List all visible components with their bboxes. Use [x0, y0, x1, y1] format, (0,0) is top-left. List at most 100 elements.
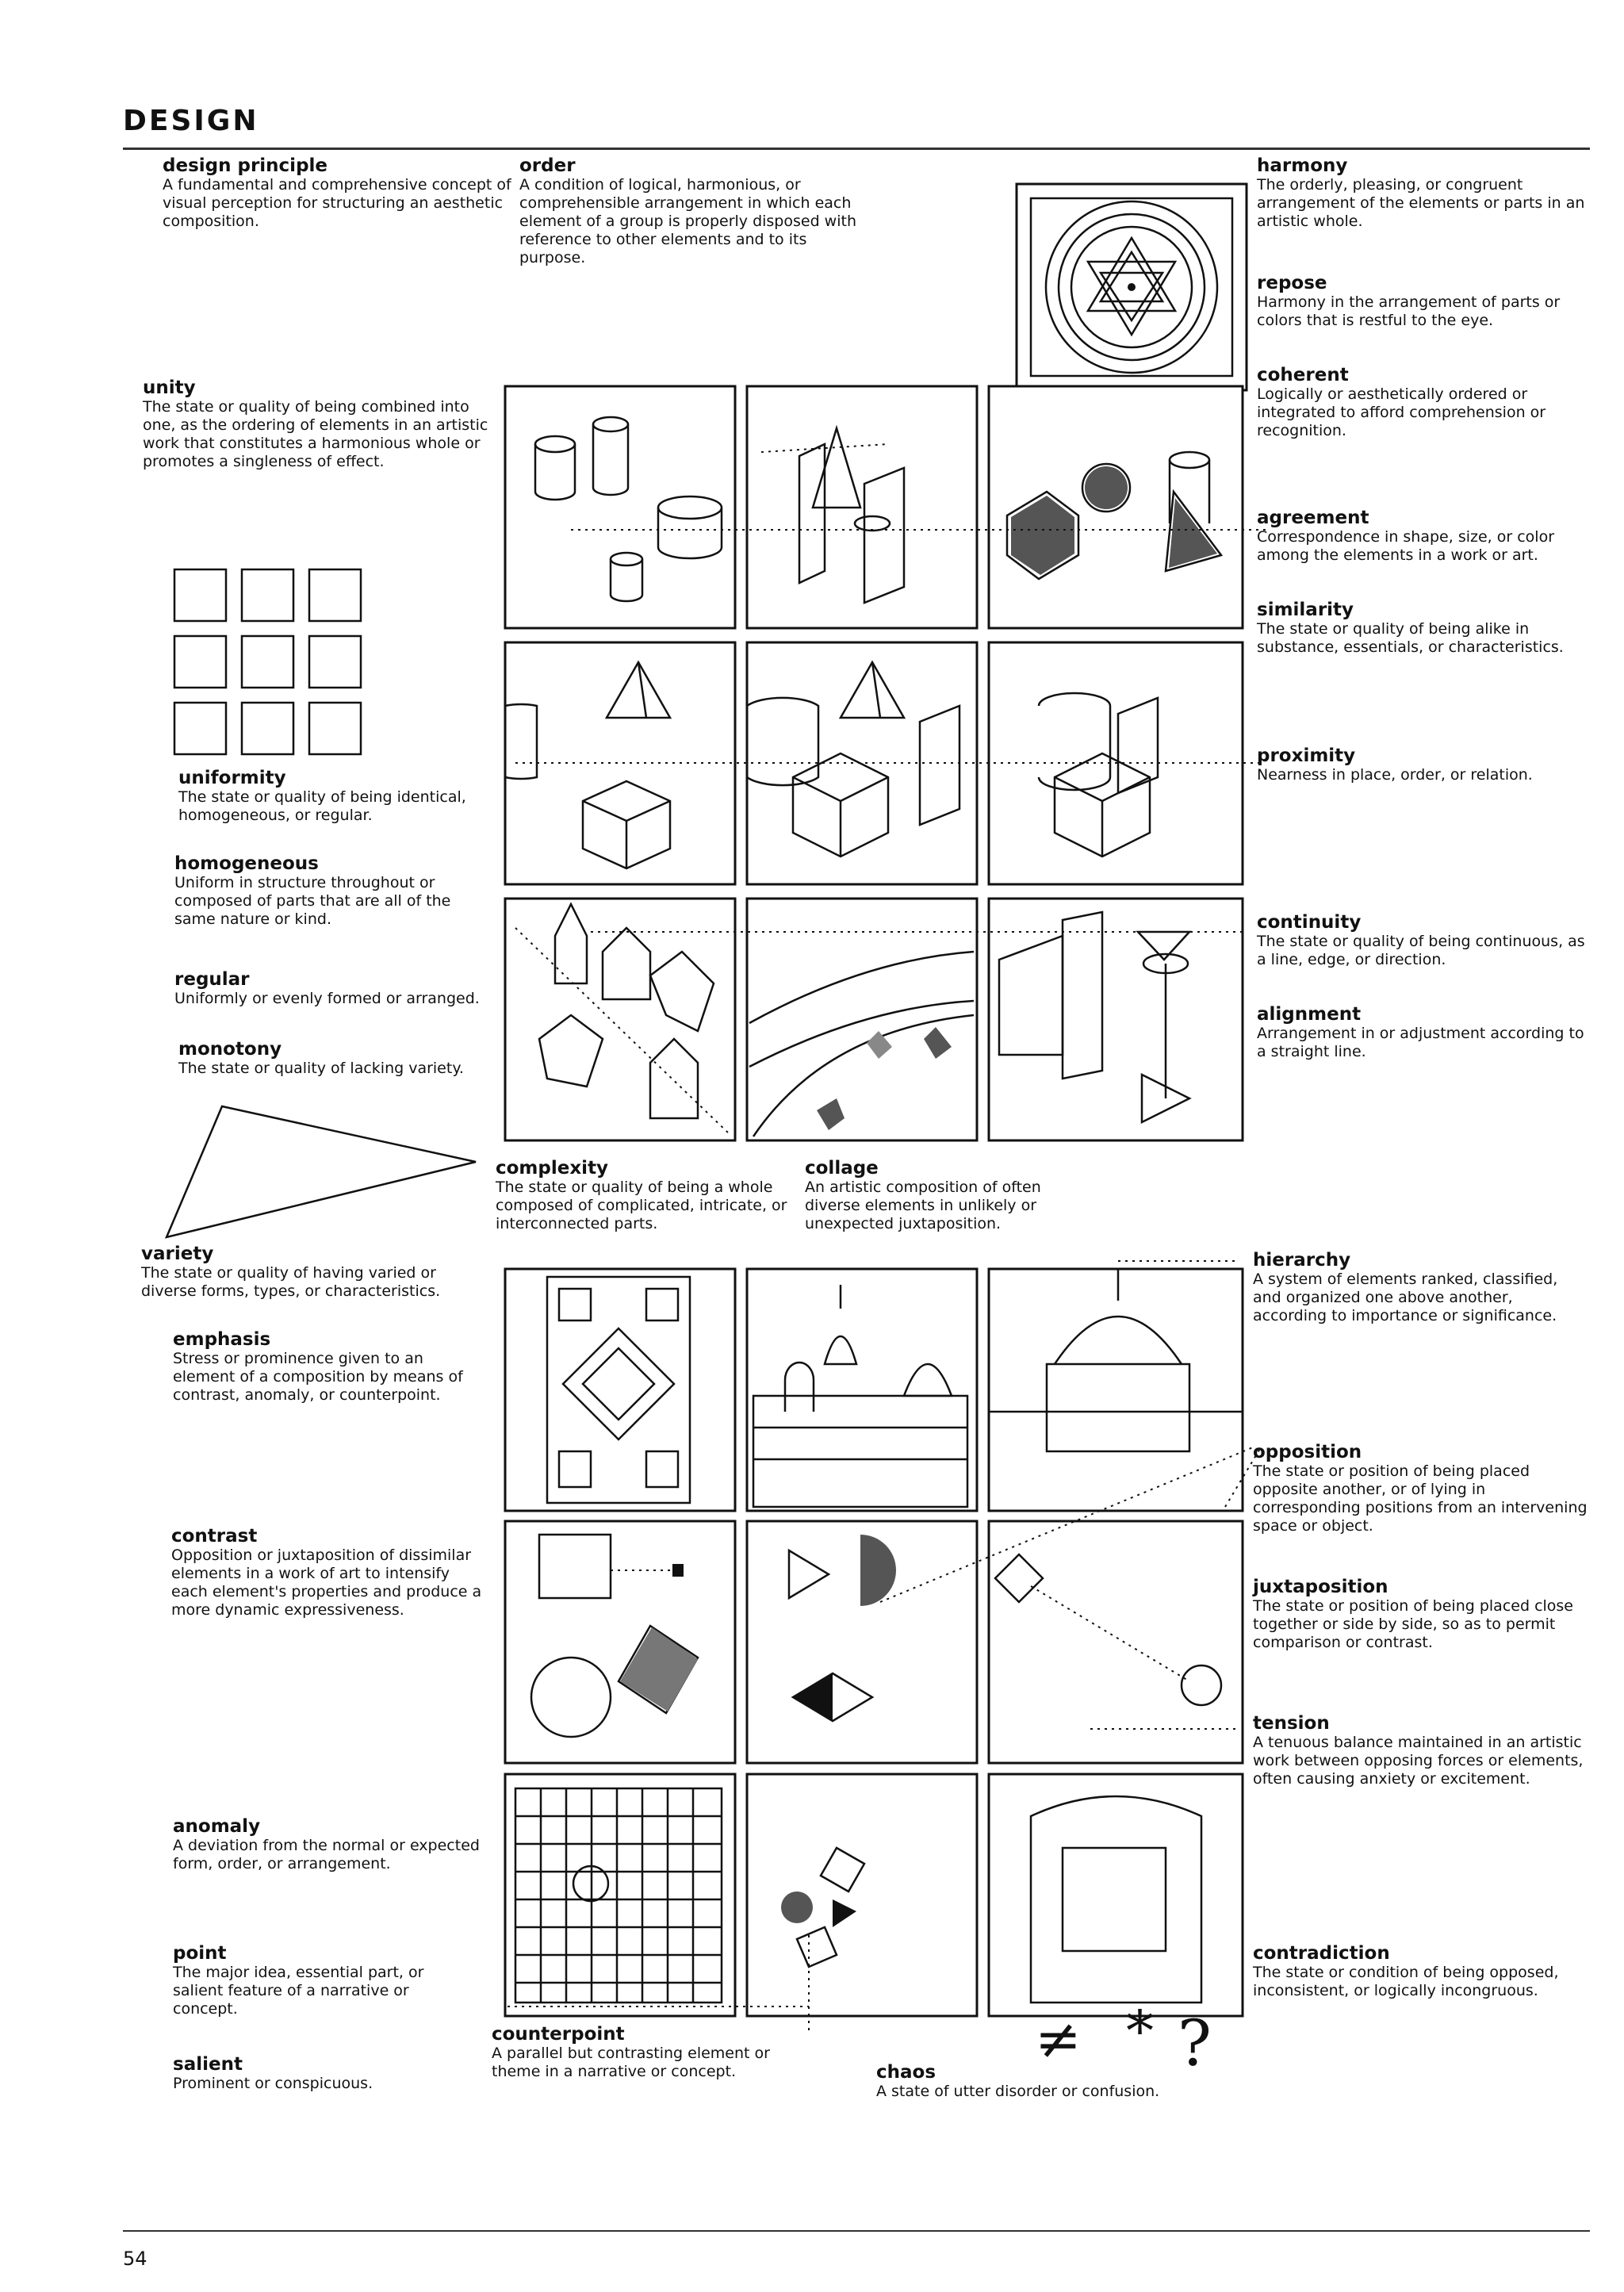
entry-proximity: proximity Nearness in place, order, or r…: [1257, 745, 1590, 784]
term: harmony: [1257, 155, 1590, 176]
entry-variety: variety The state or quality of having v…: [141, 1244, 490, 1301]
panel-complexity: [505, 1269, 735, 1511]
definition: A fundamental and comprehensive concept …: [163, 176, 511, 231]
term: tension: [1253, 1713, 1590, 1734]
question-symbol: ?: [1178, 2006, 1212, 2080]
term: monotony: [178, 1039, 496, 1060]
entry-tension: tension A tenuous balance maintained in …: [1253, 1713, 1590, 1788]
definition: Uniformly or evenly formed or arranged.: [174, 990, 508, 1008]
panel-continuity-3: [989, 899, 1243, 1140]
entry-anomaly: anomaly A deviation from the normal or e…: [173, 1816, 490, 1873]
definition: A parallel but contrasting element or th…: [492, 2045, 793, 2081]
header-rule: [123, 148, 1590, 150]
panel-counterpoint: [747, 1774, 977, 2016]
term: counterpoint: [492, 2024, 793, 2045]
entry-alignment: alignment Arrangement in or adjustment a…: [1257, 1004, 1590, 1061]
term: variety: [141, 1244, 490, 1264]
entry-order: order A condition of logical, harmonious…: [519, 155, 868, 267]
entry-repose: repose Harmony in the arrangement of par…: [1257, 273, 1590, 330]
definition: Stress or prominence given to an element…: [173, 1350, 490, 1405]
entry-complexity: complexity The state or quality of being…: [496, 1158, 789, 1233]
entry-opposition: opposition The state or position of bein…: [1253, 1442, 1590, 1535]
definition: The state or quality of being identical,…: [178, 788, 488, 825]
panel-continuity-1: [505, 899, 735, 1140]
panel-contradiction: [989, 1774, 1243, 2016]
page-title: DESIGN: [123, 105, 259, 137]
entry-coherent: coherent Logically or aesthetically orde…: [1257, 365, 1590, 440]
definition: A condition of logical, harmonious, or c…: [519, 176, 868, 267]
entry-uniformity: uniformity The state or quality of being…: [178, 768, 488, 825]
term: collage: [805, 1158, 1082, 1179]
term: unity: [143, 378, 492, 398]
page-number: 54: [123, 2248, 147, 2270]
definition: Opposition or juxtaposition of dissimila…: [171, 1547, 488, 1619]
entry-homogeneous: homogeneous Uniform in structure through…: [174, 853, 492, 929]
entry-counterpoint: counterpoint A parallel but contrasting …: [492, 2024, 793, 2081]
definition: Prominent or conspicuous.: [173, 2075, 458, 2093]
panel-unity-2: [747, 386, 977, 628]
entry-design-principle: design principle A fundamental and compr…: [163, 155, 511, 231]
term: proximity: [1257, 745, 1590, 766]
panel-similarity-3: [989, 642, 1243, 884]
term: order: [519, 155, 868, 176]
term: similarity: [1257, 600, 1590, 620]
definition: A state of utter disorder or confusion.: [876, 2083, 1209, 2101]
panel-tension: [989, 1521, 1243, 1763]
panel-similarity-2: [747, 642, 977, 884]
term: opposition: [1253, 1442, 1590, 1462]
entry-similarity: similarity The state or quality of being…: [1257, 600, 1590, 657]
entry-contrast: contrast Opposition or juxtaposition of …: [171, 1526, 488, 1619]
entry-juxtaposition: juxtaposition The state or position of b…: [1253, 1577, 1590, 1652]
entry-monotony: monotony The state or quality of lacking…: [178, 1039, 496, 1078]
definition: Uniform in structure throughout or compo…: [174, 874, 492, 929]
variety-triangle: [167, 1106, 476, 1237]
definition: The state or condition of being opposed,…: [1253, 1964, 1590, 2000]
definition: The orderly, pleasing, or congruent arra…: [1257, 176, 1590, 231]
entry-agreement: agreement Correspondence in shape, size,…: [1257, 508, 1590, 565]
entry-emphasis: emphasis Stress or prominence given to a…: [173, 1329, 490, 1405]
definition: An artistic composition of often diverse…: [805, 1179, 1082, 1233]
term: complexity: [496, 1158, 789, 1179]
term: design principle: [163, 155, 511, 176]
term: juxtaposition: [1253, 1577, 1590, 1597]
definition: The state or position of being placed cl…: [1253, 1597, 1590, 1652]
definition: Harmony in the arrangement of parts or c…: [1257, 293, 1590, 330]
entry-contradiction: contradiction The state or condition of …: [1253, 1943, 1590, 2000]
term: alignment: [1257, 1004, 1590, 1025]
term: hierarchy: [1253, 1250, 1590, 1271]
definition: The state or quality of being combined i…: [143, 398, 492, 471]
term: emphasis: [173, 1329, 490, 1350]
definition: The state or quality of lacking variety.: [178, 1060, 496, 1078]
definition: The state or quality of having varied or…: [141, 1264, 490, 1301]
panel-anomaly: [505, 1774, 735, 2016]
definition: A system of elements ranked, classified,…: [1253, 1271, 1590, 1325]
term: repose: [1257, 273, 1590, 293]
entry-collage: collage An artistic composition of often…: [805, 1158, 1082, 1233]
entry-point: point The major idea, essential part, or…: [173, 1943, 458, 2018]
term: uniformity: [178, 768, 488, 788]
definition: Arrangement in or adjustment according t…: [1257, 1025, 1590, 1061]
definition: The major idea, essential part, or salie…: [173, 1964, 458, 2018]
term: agreement: [1257, 508, 1590, 528]
yantra-illustration: [1017, 184, 1247, 390]
panel-unity-3: [989, 386, 1243, 628]
panel-hierarchy: [989, 1269, 1243, 1511]
not-equal-symbol: ≠: [1035, 2006, 1082, 2072]
entry-unity: unity The state or quality of being comb…: [143, 378, 492, 471]
entry-harmony: harmony The orderly, pleasing, or congru…: [1257, 155, 1590, 231]
definition: A tenuous balance maintained in an artis…: [1253, 1734, 1590, 1788]
term: salient: [173, 2054, 458, 2075]
term: point: [173, 1943, 458, 1964]
definition: The state or quality of being continuous…: [1257, 933, 1590, 969]
term: contrast: [171, 1526, 488, 1547]
term: contradiction: [1253, 1943, 1590, 1964]
panel-continuity-2: [747, 899, 977, 1140]
entry-continuity: continuity The state or quality of being…: [1257, 912, 1590, 969]
footer-rule: [123, 2230, 1590, 2232]
definition: The state or quality of being a whole co…: [496, 1179, 789, 1233]
panel-similarity-1: [505, 642, 735, 884]
panel-opposition: [747, 1521, 977, 1763]
definition: The state or position of being placed op…: [1253, 1462, 1590, 1535]
panel-contrast: [505, 1521, 735, 1763]
term: regular: [174, 969, 508, 990]
